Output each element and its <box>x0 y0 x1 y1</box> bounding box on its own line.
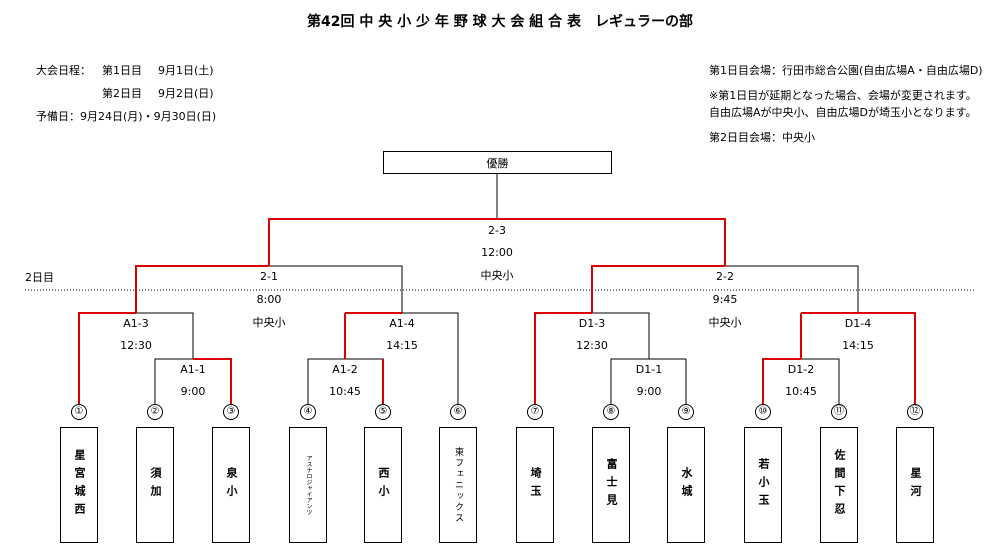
day1-label: 第1日目 <box>102 64 142 77</box>
match-sf1-id: 2-1 <box>260 270 278 283</box>
day2-date: 9月2日(日) <box>158 87 214 100</box>
venue-day1: 第1日目会場：行田市総合公園(自由広場A・自由広場D) <box>709 64 983 77</box>
team-box: 埼玉 <box>516 427 554 543</box>
match-d14-time: 14:15 <box>842 339 874 352</box>
match-sf2-time: 9:45 <box>712 293 738 306</box>
team-name: 水城 <box>680 467 693 503</box>
team-box: 若小玉 <box>744 427 782 543</box>
team-box: 西小 <box>364 427 402 543</box>
champion-label: 優勝 <box>486 156 509 170</box>
team-box: 東フェニックス <box>439 427 477 543</box>
team-number: ⑤ <box>375 404 391 420</box>
match-sf2-id: 2-2 <box>716 270 734 283</box>
match-d12-time: 10:45 <box>785 385 817 398</box>
team-name: 星河 <box>909 467 922 503</box>
team-name: 埼玉 <box>529 467 542 503</box>
team-number: ⑪ <box>831 404 847 420</box>
match-a12-id: A1-2 <box>332 363 358 376</box>
match-a14-time: 14:15 <box>386 339 418 352</box>
match-a14-id: A1-4 <box>389 317 415 330</box>
team-box: 佐間下忍 <box>820 427 858 543</box>
match-a13-id: A1-3 <box>123 317 149 330</box>
match-sf2-venue: 中央小 <box>708 316 742 329</box>
team-box: 水城 <box>667 427 705 543</box>
match-d12-id: D1-2 <box>787 363 815 376</box>
team-name: 泉小 <box>225 467 238 503</box>
reserve-dates: 予備日：9月24日(月)・9月30日(日) <box>36 110 217 123</box>
match-final-time: 12:00 <box>481 246 513 259</box>
venue-note1: ※第1日目が延期となった場合、会場が変更されます。 <box>709 89 977 102</box>
match-a13-time: 12:30 <box>120 339 152 352</box>
day2-label: 第2日目 <box>102 87 142 100</box>
team-box: 須加 <box>136 427 174 543</box>
bracket-red-lines <box>78 218 916 404</box>
match-a11-time: 9:00 <box>180 385 206 398</box>
team-number: ⑧ <box>603 404 619 420</box>
champion-box: 優勝 <box>383 151 612 174</box>
bracket-black-lines <box>136 174 859 404</box>
team-box: アスナロジャイアンツ <box>289 427 327 543</box>
match-d11-time: 9:00 <box>636 385 662 398</box>
match-final-venue: 中央小 <box>480 269 514 282</box>
match-sf1-time: 8:00 <box>256 293 282 306</box>
team-number: ⑨ <box>678 404 694 420</box>
match-final-id: 2-3 <box>488 224 506 237</box>
schedule-label: 大会日程： <box>36 64 91 77</box>
page-title: 第42回 中 央 小 少 年 野 球 大 会 組 合 表 レギュラーの部 <box>307 14 693 30</box>
team-box: 泉小 <box>212 427 250 543</box>
team-name: 西小 <box>377 467 390 503</box>
team-number: ③ <box>223 404 239 420</box>
team-name: 東フェニックス <box>453 446 463 524</box>
team-box: 星河 <box>896 427 934 543</box>
team-name: 星宮城西 <box>73 449 86 521</box>
venue-note2: 自由広場Aが中央小、自由広場Dが埼玉小となります。 <box>709 106 977 119</box>
venue-day2: 第2日目会場：中央小 <box>709 131 815 144</box>
match-a12-time: 10:45 <box>329 385 361 398</box>
team-number: ⑦ <box>527 404 543 420</box>
team-box: 富士見 <box>592 427 630 543</box>
day1-date: 9月1日(土) <box>158 64 214 77</box>
match-d11-id: D1-1 <box>635 363 663 376</box>
team-name: 富士見 <box>605 458 618 512</box>
team-number: ① <box>71 404 87 420</box>
team-name: 佐間下忍 <box>833 449 846 521</box>
match-a11-id: A1-1 <box>180 363 206 376</box>
team-number: ④ <box>300 404 316 420</box>
match-d13-id: D1-3 <box>578 317 606 330</box>
team-number: ⑩ <box>755 404 771 420</box>
team-name: 須加 <box>149 467 162 503</box>
day2-marker: 2日目 <box>25 271 54 284</box>
team-name: 若小玉 <box>757 458 770 512</box>
match-d13-time: 12:30 <box>576 339 608 352</box>
team-number: ② <box>147 404 163 420</box>
team-box: 星宮城西 <box>60 427 98 543</box>
team-number: ⑫ <box>907 404 923 420</box>
match-sf1-venue: 中央小 <box>252 316 286 329</box>
team-name: アスナロジャイアンツ <box>305 455 312 515</box>
match-d14-id: D1-4 <box>844 317 872 330</box>
team-number: ⑥ <box>450 404 466 420</box>
